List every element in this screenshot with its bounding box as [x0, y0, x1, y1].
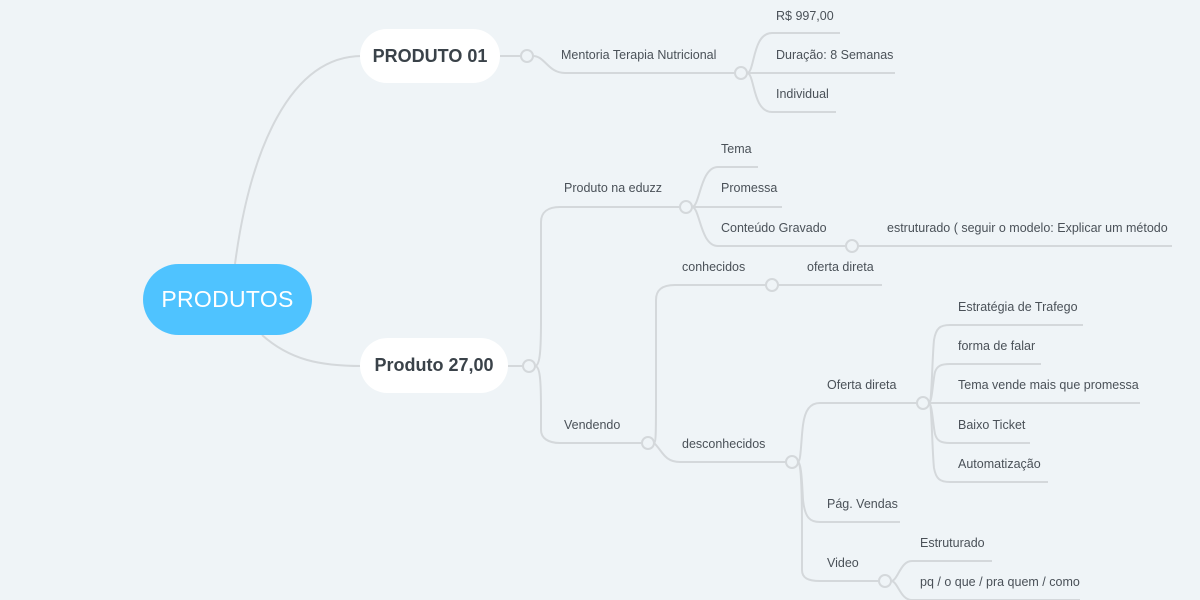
- subtopic-conteudo-gravado[interactable]: Conteúdo Gravado: [721, 221, 827, 235]
- subtopic-duration[interactable]: Duração: 8 Semanas: [776, 48, 894, 62]
- subtopic-estrategia-trafego[interactable]: Estratégia de Trafego: [958, 300, 1078, 314]
- topic-label: Produto 27,00: [374, 355, 494, 375]
- subtopic-price[interactable]: R$ 997,00: [776, 9, 834, 23]
- subtopic-vendendo[interactable]: Vendendo: [564, 418, 621, 432]
- subtopic-tema[interactable]: Tema: [721, 142, 752, 156]
- subtopic-individual[interactable]: Individual: [776, 87, 829, 101]
- subtopic-oferta-direta[interactable]: Oferta direta: [827, 378, 897, 392]
- subtopic-automatizacao[interactable]: Automatização: [958, 457, 1041, 471]
- root-node-label: PRODUTOS: [161, 286, 294, 312]
- topic-produto-27[interactable]: Produto 27,00: [360, 338, 508, 393]
- topic-label: PRODUTO 01: [372, 45, 488, 66]
- subtopic-mentoria[interactable]: Mentoria Terapia Nutricional: [561, 48, 717, 62]
- subtopic-estruturado-modelo[interactable]: estruturado ( seguir o modelo: Explicar …: [887, 221, 1168, 235]
- subtopic-video-pq[interactable]: pq / o que / pra quem / como: [920, 575, 1080, 589]
- topic-produto-01[interactable]: PRODUTO 01: [360, 29, 500, 83]
- root-node-produtos[interactable]: PRODUTOS: [143, 264, 312, 335]
- subtopic-desconhecidos[interactable]: desconhecidos: [682, 437, 766, 451]
- subtopic-forma-de-falar[interactable]: forma de falar: [958, 339, 1036, 353]
- subtopic-tema-vende[interactable]: Tema vende mais que promessa: [958, 378, 1139, 392]
- subtopic-baixo-ticket[interactable]: Baixo Ticket: [958, 418, 1026, 432]
- subtopic-video-estruturado[interactable]: Estruturado: [920, 536, 985, 550]
- subtopic-promessa[interactable]: Promessa: [721, 181, 778, 195]
- subtopic-video[interactable]: Video: [827, 556, 859, 570]
- subtopic-oferta-direta-conhecidos[interactable]: oferta direta: [807, 260, 874, 274]
- subtopic-conhecidos[interactable]: conhecidos: [682, 260, 746, 274]
- subtopic-produto-na-eduzz[interactable]: Produto na eduzz: [564, 181, 662, 195]
- subtopic-pag-vendas[interactable]: Pág. Vendas: [827, 497, 898, 511]
